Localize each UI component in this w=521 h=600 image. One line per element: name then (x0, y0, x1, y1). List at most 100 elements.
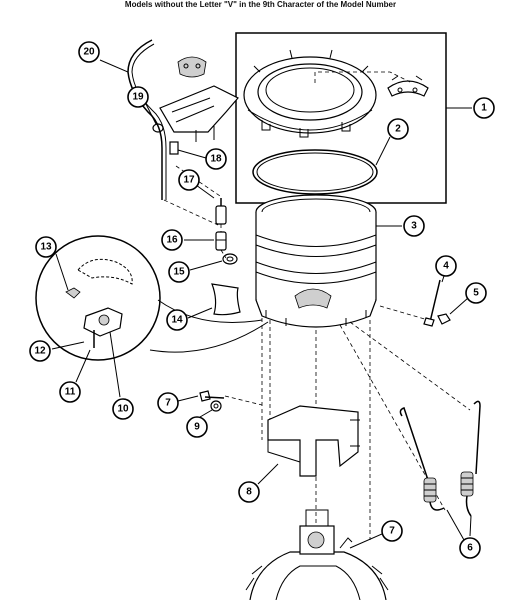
hose-connector-part (215, 231, 227, 251)
tub-shield-part (267, 405, 360, 477)
callout-label: 20 (83, 47, 95, 58)
pump-motor-part (177, 56, 207, 78)
callout-c3: 3 (403, 215, 425, 237)
leader-5 (449, 297, 469, 315)
callout-circle (35, 236, 57, 258)
callout-c17: 17 (178, 169, 200, 191)
transmission-base (245, 509, 389, 600)
callout-circle (205, 148, 227, 170)
diagram-header: ━━━━━━━━━━━━━━ ━━━━━━━━━━━━━━━━━ ━━━━━━━… (0, 0, 521, 10)
callout-c5: 5 (465, 282, 487, 304)
callout-label: 4 (443, 261, 449, 272)
callout-circle (168, 261, 190, 283)
detail-magnifier-circle (35, 235, 161, 361)
callout-label: 15 (173, 267, 185, 278)
leader-18 (177, 149, 207, 159)
leader-6a (446, 509, 465, 541)
callout-c1: 1 (473, 97, 495, 119)
header-title-cut: ━━━━━━━━━━━━━━ ━━━━━━━━━━━━━━━━━ ━━━━━━━… (0, 0, 521, 2)
callout-c20: 20 (78, 41, 100, 63)
pump-housing-part (159, 85, 239, 142)
outer-tub-part (255, 194, 377, 328)
leader-13 (55, 253, 69, 291)
callout-circle (78, 41, 100, 63)
leader-6b (469, 515, 472, 537)
hose-clip-part (169, 141, 179, 155)
callout-circle (29, 340, 51, 362)
ring-bracket-part (387, 75, 429, 97)
callout-label: 6 (467, 543, 473, 554)
callout-label: 10 (117, 404, 129, 415)
callout-c11: 11 (59, 381, 81, 403)
callout-label: 17 (183, 175, 195, 186)
washer-part (210, 400, 222, 412)
leader-7a (177, 395, 199, 402)
callout-label: 18 (210, 154, 222, 165)
callout-circle (387, 118, 409, 140)
suspension-spring-right (460, 400, 481, 517)
callout-circle (465, 282, 487, 304)
callout-c14: 14 (166, 309, 188, 331)
callout-circle (178, 169, 200, 191)
nut-part (437, 313, 451, 325)
leader-17 (195, 184, 215, 199)
callout-c7a: 7 (157, 392, 179, 414)
leader-7b (349, 533, 383, 549)
callout-label: 7 (165, 398, 171, 409)
detail-connector-line-2 (149, 321, 269, 353)
callout-circle (435, 255, 457, 277)
callout-c12: 12 (29, 340, 51, 362)
callout-c6: 6 (459, 537, 481, 559)
callout-c10: 10 (112, 398, 134, 420)
callout-c7b: 7 (381, 520, 403, 542)
callout-c19: 19 (127, 86, 149, 108)
callout-c16: 16 (161, 229, 183, 251)
suspension-spring-left (399, 407, 445, 511)
leader-2 (375, 136, 391, 166)
callout-c9: 9 (186, 416, 208, 438)
callout-circle (59, 381, 81, 403)
callout-c15: 15 (168, 261, 190, 283)
drain-hose-part (127, 39, 167, 200)
leader-11 (75, 349, 91, 383)
callout-c2: 2 (387, 118, 409, 140)
part-9-dash (224, 395, 263, 406)
callout-circle (127, 86, 149, 108)
hose-dash-lines (163, 165, 227, 259)
callout-c8: 8 (238, 481, 260, 503)
spring-dash-b (349, 321, 471, 411)
callout-label: 2 (395, 124, 401, 135)
grommet-part (222, 253, 238, 265)
callout-circle (238, 481, 260, 503)
callout-circle (403, 215, 425, 237)
callout-circle (166, 309, 188, 331)
callout-c18: 18 (205, 148, 227, 170)
callout-label: 9 (194, 422, 200, 433)
callout-circle (161, 229, 183, 251)
callout-c4: 4 (435, 255, 457, 277)
bolt-part (423, 279, 441, 327)
mounting-clip-part (211, 283, 241, 316)
callout-label: 11 (65, 387, 76, 398)
diagram-subtitle: Models without the Letter "V" in the 9th… (124, 0, 397, 9)
callout-circle (112, 398, 134, 420)
callout-label: 1 (481, 103, 487, 114)
callout-circle (459, 537, 481, 559)
tub-ring-part (243, 49, 377, 138)
callout-circle (186, 416, 208, 438)
detail-connector-line (157, 299, 263, 323)
callout-circle (381, 520, 403, 542)
callout-label: 14 (171, 315, 183, 326)
pressure-fitting-part (215, 198, 227, 225)
callout-label: 16 (166, 235, 178, 246)
callout-label: 19 (132, 92, 144, 103)
callout-label: 3 (411, 221, 417, 232)
leader-12 (51, 341, 85, 350)
callout-label: 7 (389, 526, 395, 537)
leader-15 (189, 260, 223, 271)
leader-20 (99, 59, 129, 73)
leader-4 (441, 275, 445, 283)
screw-part (199, 390, 225, 402)
